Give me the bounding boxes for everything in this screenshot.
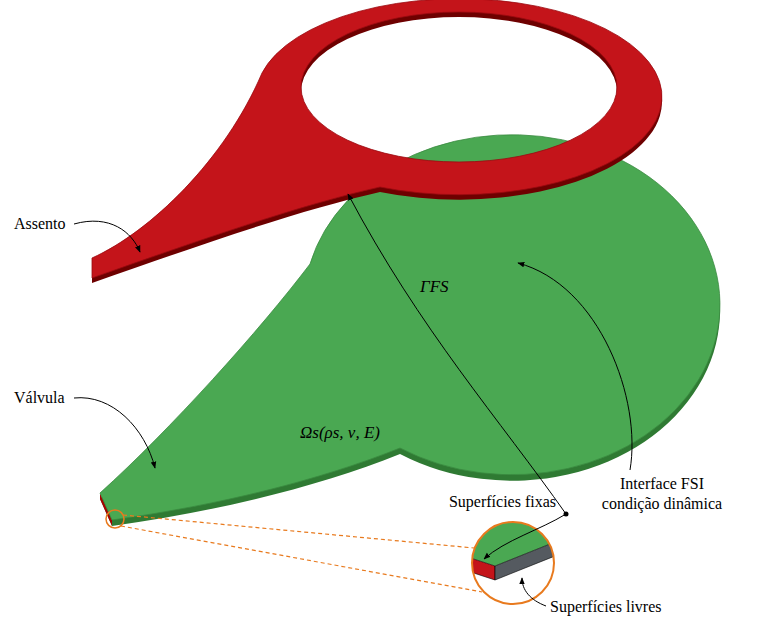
inset-free-face — [495, 536, 570, 580]
leader-line — [348, 194, 566, 514]
leader-line — [74, 398, 155, 468]
math-symbol: Ωs(ρs, ν, E) — [300, 422, 380, 443]
leader-line — [74, 221, 140, 252]
zoom-circle — [106, 510, 124, 528]
zoom-line — [123, 515, 474, 548]
math-symbol: ΓFS — [420, 276, 449, 297]
inset-fixed-face — [440, 548, 495, 580]
part-name: Assento — [14, 214, 66, 234]
inset-detail — [440, 500, 570, 580]
seat-top — [92, 0, 662, 278]
inset-border — [472, 522, 554, 604]
zoom-line — [121, 526, 482, 592]
leader-line — [484, 514, 566, 559]
part-name: Válvula — [14, 388, 65, 408]
junction-dot — [564, 512, 569, 517]
leader-line — [522, 578, 546, 606]
callout-text: Superfícies fixas — [449, 492, 556, 512]
leader-line — [518, 263, 632, 470]
callout-text: Interface FSI condição dinâmica — [592, 474, 732, 514]
callout-text: Superfícies livres — [550, 597, 662, 617]
